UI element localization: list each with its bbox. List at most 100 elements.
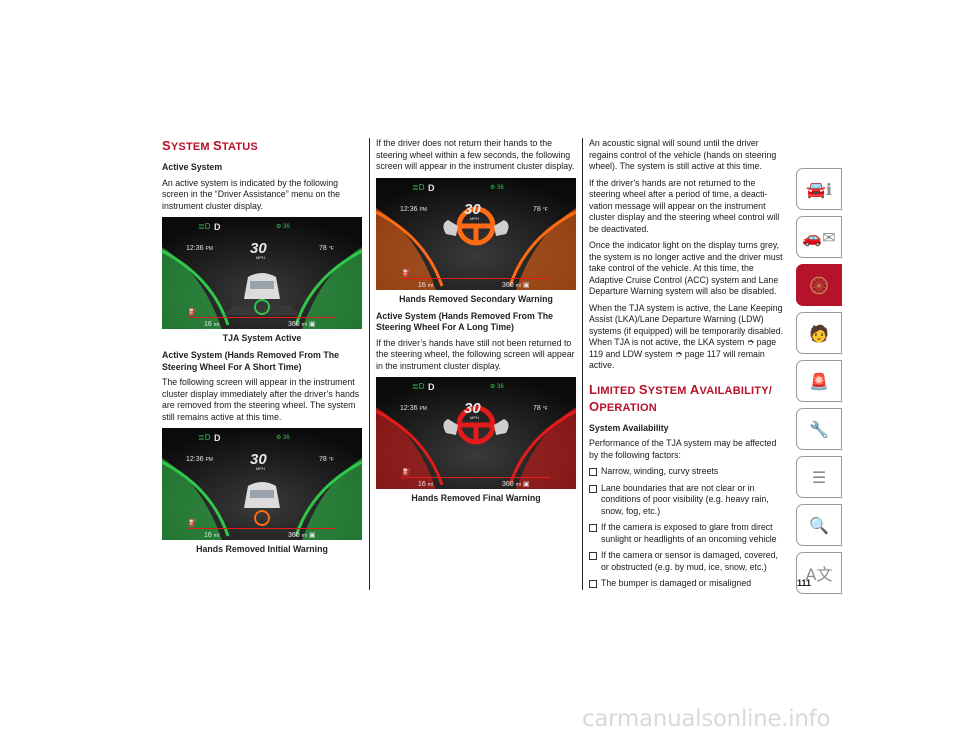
paragraph-indicator-grey: Once the indicator light on the display … — [589, 240, 783, 296]
gear-indicator: D — [428, 183, 435, 193]
steering-wheel-icon — [254, 510, 270, 526]
set-speed-icon: ⚙ 36 — [276, 223, 290, 230]
headlight-icon: ≣D — [198, 222, 211, 231]
paragraph-hands-removed-long: If the driver’s hands have still not bee… — [376, 337, 575, 371]
odometer-readout: 360 mi ▣ — [502, 481, 529, 488]
clock-time: 12:36 PM — [400, 405, 427, 412]
list-item: Lane boundaries that are not clear or in… — [589, 483, 788, 518]
paragraph-secondary-intro: If the driver does not return their hand… — [376, 138, 575, 171]
column-left: SYSTEM STATUS Active System An active sy… — [162, 138, 362, 561]
vehicle-icon — [244, 482, 280, 508]
fuel-bar — [188, 317, 336, 318]
paragraph-acoustic-signal: An acoustic signal will sound until the … — [589, 138, 777, 171]
chapter-tabs: 🚘ℹ 🚗✉ 🛞 🧑 🚨 🔧 ☰ 🔍 A文 — [796, 168, 842, 600]
page-number: 111 — [797, 578, 812, 588]
odometer-readout: 360 mi ▣ — [288, 532, 315, 539]
chapter-tab-specifications-list[interactable]: ☰ — [796, 456, 842, 498]
paragraph-active-system: An active system is indicated by the fol… — [162, 177, 340, 211]
speed-unit: MPH — [470, 216, 479, 221]
section-title-limited-availability: LIMITED SYSTEM AVAILABILITY/OPERATION — [589, 381, 772, 414]
list-item: The bumper is damaged or misaligned — [589, 578, 788, 590]
fuel-bar — [402, 277, 550, 279]
headlight-icon: ≣D — [412, 183, 425, 192]
cluster-image-initial-warning: ≣D D ⚙ 36 12:36 PM 30 MPH 78 °F ⛽ 16 mi … — [162, 428, 362, 540]
range-readout: 16 mi — [204, 532, 219, 539]
chapter-tab-driving-person[interactable]: 🧑 — [796, 312, 842, 354]
headlight-icon: ≣D — [412, 382, 425, 391]
speed-readout: 30 — [464, 201, 481, 218]
chapter-tab-car-info[interactable]: 🚘ℹ — [796, 168, 842, 210]
subheading-hands-removed-long: Active System (Hands Removed From The St… — [376, 310, 553, 333]
chapter-tab-safety-envelope[interactable]: 🚗✉ — [796, 216, 842, 258]
speed-unit: MPH — [256, 466, 265, 471]
clock-time: 12:36 PM — [186, 456, 213, 463]
watermark: carmanualsonline.info — [582, 706, 831, 732]
column-divider — [582, 138, 583, 590]
search-index-icon: 🔍 — [809, 515, 829, 535]
paragraph-hands-removed-short: The following screen will appear in the … — [162, 377, 360, 422]
safety-envelope-icon: 🚗✉ — [802, 227, 836, 247]
specifications-list-icon: ☰ — [811, 467, 827, 487]
caption-initial-warning: Hands Removed Initial Warning — [196, 544, 328, 554]
clock-time: 12:36 PM — [186, 245, 213, 252]
chapter-tab-emergency-car[interactable]: 🚨 — [796, 360, 842, 402]
range-readout: 16 mi — [418, 282, 433, 289]
caption-secondary-warning: Hands Removed Secondary Warning — [399, 293, 553, 304]
outside-temp: 78 °F — [533, 206, 548, 213]
speed-unit: MPH — [470, 415, 479, 420]
page-ref-arrow-icon: ➮ — [674, 348, 683, 359]
page-ref-link-lka[interactable]: page 119 — [589, 337, 777, 359]
fuel-icon: ⛽ — [188, 307, 197, 316]
chapter-tab-steering-wheel[interactable]: 🛞 — [796, 264, 842, 306]
speed-readout: 30 — [250, 451, 267, 468]
steering-wheel-icon — [456, 206, 496, 245]
outside-temp: 78 °F — [319, 245, 334, 252]
list-item: Narrow, winding, curvy streets — [589, 466, 788, 478]
car-info-icon: 🚘ℹ — [806, 179, 832, 199]
column-right: An acoustic signal will sound until the … — [589, 138, 788, 595]
paragraph-deactivation: If the driver’s hands are not returned t… — [589, 177, 780, 234]
column-divider — [369, 138, 370, 590]
emergency-car-icon: 🚨 — [809, 371, 829, 391]
set-speed-icon: ⚙ 36 — [276, 434, 290, 441]
subheading-active-system: Active System — [162, 162, 223, 172]
section-title-system-status: SYSTEM STATUS — [162, 138, 258, 153]
chapter-tab-search-index[interactable]: 🔍 — [796, 504, 842, 546]
hands-icon — [443, 419, 509, 435]
paragraph-lka-ldw: When the TJA system is active, the Lane … — [589, 302, 784, 371]
gear-indicator: D — [214, 433, 221, 443]
subheading-hands-removed-short: Active System (Hands Removed From The St… — [162, 350, 339, 372]
steering-wheel-icon — [456, 405, 496, 445]
speed-unit: MPH — [256, 255, 265, 260]
fuel-bar — [188, 528, 336, 529]
cluster-image-final-warning: ≣D D ⚙ 36 12:36 PM 30 MPH 78 °F ⛽ 16 mi … — [376, 377, 576, 489]
caption-final-warning: Hands Removed Final Warning — [411, 493, 541, 503]
chapter-tab-multilingual[interactable]: A文 — [796, 552, 842, 594]
odometer-readout: 360 mi ▣ — [502, 282, 529, 289]
page-ref-arrow-icon: ➮ — [746, 337, 755, 347]
headlight-icon: ≣D — [198, 433, 211, 442]
outside-temp: 78 °F — [319, 456, 334, 463]
gear-indicator: D — [428, 382, 435, 392]
speed-readout: 30 — [250, 240, 267, 257]
page-ref-link-ldw[interactable]: page 117 — [684, 348, 721, 359]
gear-indicator: D — [214, 222, 221, 232]
chapter-tab-service-car[interactable]: 🔧 — [796, 408, 842, 450]
driving-person-icon: 🧑 — [809, 323, 829, 343]
outside-temp: 78 °F — [533, 405, 548, 412]
clock-time: 12:36 PM — [400, 206, 427, 213]
fuel-icon: ⛽ — [188, 518, 197, 527]
list-item: If the camera is exposed to glare from d… — [589, 522, 788, 545]
steering-wheel-icon: 🛞 — [809, 275, 829, 295]
paragraph-availability: Performance of the TJA system may be aff… — [589, 438, 777, 460]
range-readout: 16 mi — [418, 481, 433, 488]
caption-tja-system-active: TJA System Active — [222, 333, 302, 343]
fuel-icon: ⛽ — [402, 268, 411, 277]
vehicle-icon — [224, 273, 300, 315]
cluster-image-secondary-warning: ≣D D ⚙ 36 12:36 PM 30 MPH 78 °F ⛽ 16 mi … — [376, 177, 576, 290]
range-readout: 16 mi — [204, 321, 219, 328]
subheading-system-availability: System Availability — [589, 422, 669, 433]
set-speed-icon: ⚙ 36 — [490, 383, 504, 390]
odometer-readout: 360 mi ▣ — [288, 321, 315, 328]
